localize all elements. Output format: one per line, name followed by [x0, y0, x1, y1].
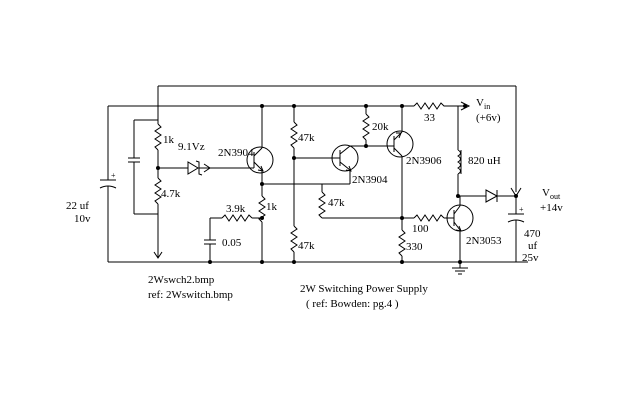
sense-capacitor	[128, 119, 158, 215]
junction-bottom-1	[208, 260, 212, 264]
junction-bottom-2	[260, 260, 264, 264]
inductor-label: 820 uH	[468, 155, 501, 167]
vout-value: +14v	[540, 202, 563, 214]
resistor-3k9-label: 3.9k	[226, 203, 246, 215]
output-diode	[458, 189, 516, 203]
junction-bottom-4	[400, 260, 404, 264]
vin-label-sub: in	[484, 102, 490, 111]
capacitor-0-05-label: 0.05	[222, 237, 242, 249]
resistor-20k-label: 20k	[372, 121, 389, 133]
resistor-47k-top-label: 47k	[298, 132, 315, 144]
divider-resistor-4k7	[154, 168, 162, 250]
transistor-q4	[446, 196, 474, 262]
junction-q3-emitter	[400, 104, 404, 108]
divider-resistor-1k	[154, 106, 162, 168]
resistor-3k9	[210, 214, 262, 222]
file-name: 2Wswch2.bmp	[148, 274, 215, 286]
resistor-33	[413, 102, 452, 110]
transistor-q1-label: 2N3904	[218, 147, 254, 159]
resistor-330-label: 330	[406, 241, 423, 253]
output-capacitor-unit: uf	[528, 240, 538, 252]
inductor-820uh	[457, 106, 462, 196]
divider-resistor-4k7-label: 4.7k	[161, 188, 181, 200]
resistor-33-label: 33	[424, 112, 436, 124]
vout-label: V	[542, 187, 550, 199]
diagram-reference: ( ref: Bowden: pg.4 )	[306, 298, 399, 310]
ground-symbol	[452, 262, 468, 275]
junction-47k-top	[292, 104, 296, 108]
vin-label: V	[476, 97, 484, 109]
zener-label: 9.1Vz	[178, 141, 205, 153]
zener-diode	[180, 160, 210, 176]
transistor-q2-label: 2N3904	[352, 174, 388, 186]
file-reference: ref: 2Wswitch.bmp	[148, 289, 233, 301]
resistor-47k-mid-label: 47k	[328, 197, 345, 209]
resistor-330	[398, 218, 406, 262]
vin-value: (+6v)	[476, 112, 501, 124]
junction-20k-bottom	[364, 144, 368, 148]
junction-q1-collector	[260, 104, 264, 108]
input-capacitor-voltage: 10v	[74, 213, 91, 225]
resistor-47k-bottom	[290, 225, 298, 262]
resistor-47k-mid	[318, 184, 402, 219]
resistor-100	[402, 214, 450, 222]
output-capacitor-plus: +	[519, 205, 524, 214]
resistor-47k-top	[290, 106, 298, 226]
capacitor-0-05	[204, 218, 216, 262]
resistor-47k-bottom-label: 47k	[298, 240, 315, 252]
transistor-q4-label: 2N3053	[466, 235, 502, 247]
vout-label-sub: out	[550, 192, 561, 201]
resistor-100-label: 100	[412, 223, 429, 235]
junction-20k-top	[364, 104, 368, 108]
junction-3k9-right	[260, 216, 264, 220]
transistor-q2	[320, 144, 366, 185]
output-capacitor-value: 470	[524, 228, 541, 240]
transistor-q1	[210, 106, 274, 184]
output-capacitor-voltage: 25v	[522, 252, 539, 264]
emitter-resistor-1k	[258, 195, 266, 262]
input-capacitor-plus: +	[111, 171, 116, 180]
diagram-title: 2W Switching Power Supply	[300, 283, 428, 295]
vin-arrow	[460, 101, 471, 111]
input-capacitor	[99, 106, 117, 262]
emitter-resistor-1k-label: 1k	[266, 201, 278, 213]
transistor-q3	[384, 106, 414, 218]
divider-resistor-1k-label: 1k	[163, 134, 175, 146]
output-capacitor	[507, 196, 525, 262]
junction-bottom-3	[292, 260, 296, 264]
input-capacitor-value: 22 uf	[66, 200, 89, 212]
transistor-q3-label: 2N3906	[406, 155, 442, 167]
